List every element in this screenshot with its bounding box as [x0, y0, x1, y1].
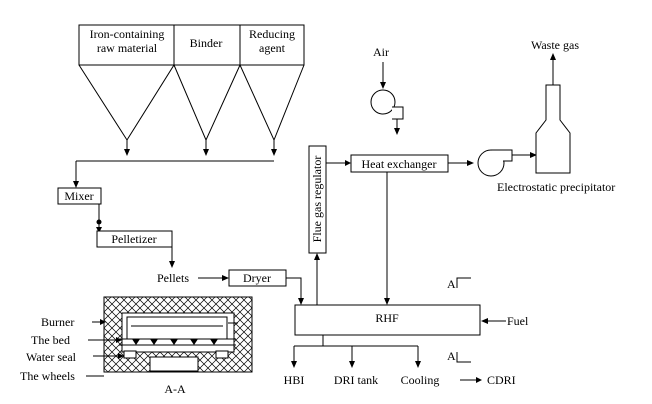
svg-text:A: A [447, 277, 456, 291]
electrostatic-precipitator [535, 84, 571, 174]
air-blower [370, 89, 404, 135]
output-cdri-label: CDRI [487, 373, 516, 387]
hopper-reducing-label-2: agent [259, 41, 286, 55]
rhf-outputs [291, 335, 421, 368]
fuel-label: Fuel [507, 314, 529, 328]
hopper-bank: Iron-containing raw material Binder Redu… [78, 24, 305, 156]
feed-collector-line [73, 160, 274, 188]
water-seal-label: Water seal [26, 350, 77, 364]
section-a-a-view [103, 296, 253, 373]
output-cooling-label: Cooling [401, 373, 440, 387]
exhaust-fan [477, 149, 537, 177]
output-dri-tank-label: DRI tank [334, 373, 378, 387]
section-caption: A-A [164, 382, 186, 396]
rhf-box [294, 304, 481, 336]
hopper-iron-label-1: Iron-containing [90, 27, 165, 41]
output-hbi-label: HBI [284, 373, 305, 387]
pellets-label: Pellets [157, 271, 189, 285]
flue-gas-regulator-box [308, 145, 327, 254]
section-mark-bottom: A [447, 349, 471, 363]
dryer-label: Dryer [243, 271, 271, 285]
section-mark-top: A [447, 277, 471, 291]
mixer-box [57, 187, 102, 205]
hopper-iron-label-2: raw material [97, 41, 158, 55]
hopper-reducing-label-1: Reducing [249, 27, 295, 41]
pelletizer-label: Pelletizer [111, 232, 156, 246]
air-label: Air [373, 45, 389, 59]
heat-exchanger-label: Heat exchanger [362, 157, 437, 171]
pelletizer-box [96, 230, 173, 248]
rhf-label: RHF [375, 311, 399, 325]
the-wheels-label: The wheels [20, 369, 75, 383]
burner-label: Burner [41, 315, 74, 329]
flue-gas-regulator-label: Flue gas regulator [310, 156, 324, 243]
mixer-label: Mixer [64, 189, 93, 203]
waste-gas-label: Waste gas [531, 38, 579, 52]
svg-text:A: A [447, 349, 456, 363]
electrostatic-precipitator-label: Electrostatic precipitator [497, 180, 615, 194]
hopper-binder-label: Binder [190, 36, 223, 50]
the-bed-label: The bed [31, 333, 70, 347]
